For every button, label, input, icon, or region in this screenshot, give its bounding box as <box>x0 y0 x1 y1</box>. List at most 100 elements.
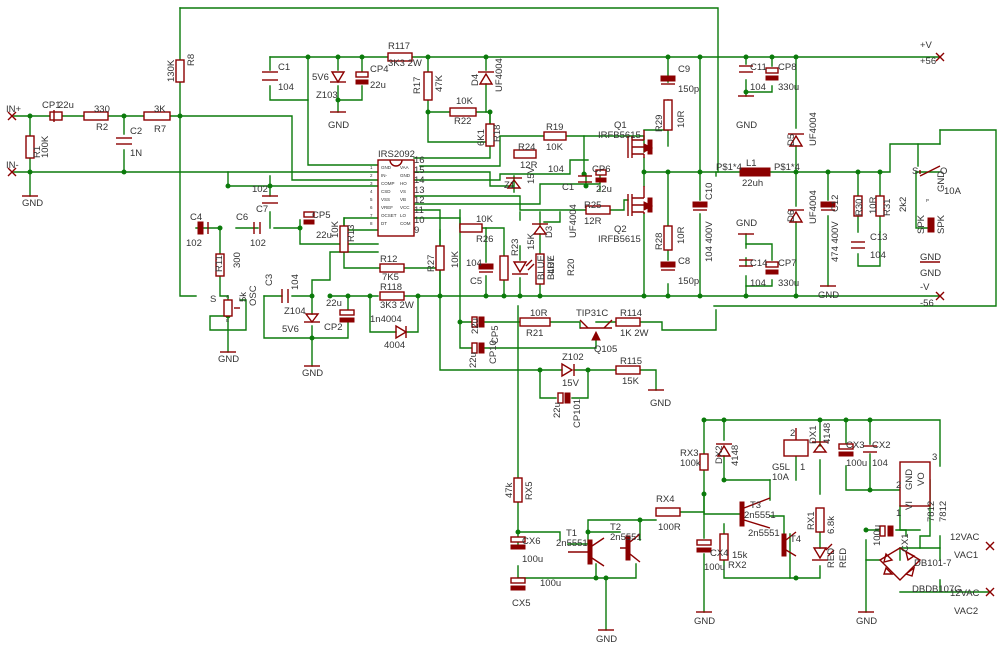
ic-pin: COMP <box>381 181 395 186</box>
ic-pin: VSS <box>381 197 390 202</box>
c8-label: C8 <box>678 256 690 267</box>
r12-label: R12 <box>380 254 397 265</box>
components <box>7 52 995 631</box>
port-vac2-b: VAC2 <box>954 606 978 617</box>
r22-symbol <box>449 107 477 117</box>
relay-coil <box>783 439 809 457</box>
r2-symbol <box>83 111 109 121</box>
ic-pin: DT <box>381 221 387 226</box>
r115-symbol <box>615 365 641 375</box>
r117-label: R117 <box>388 41 410 52</box>
r30-symbol <box>853 195 863 217</box>
c2-label: C2 <box>130 126 142 137</box>
d4-label: D4 <box>470 74 481 86</box>
r22-label: R22 <box>454 116 471 127</box>
c7-value: 102 <box>252 184 268 195</box>
r117-value: 3K3 2W <box>388 58 422 69</box>
c3-label: C3 <box>264 274 275 286</box>
r28-label: R28 <box>654 233 665 250</box>
r30-value: 10R <box>868 196 879 214</box>
c11-label: C11 <box>750 62 767 73</box>
cp10-value: 22u <box>470 318 481 334</box>
l1-symbol <box>739 167 771 177</box>
t2-symbol <box>620 533 641 563</box>
r13-label: R13 <box>346 225 357 242</box>
r117-symbol <box>387 52 413 62</box>
port-vac1-a: 12VAC <box>950 532 980 543</box>
bridge-rectifier <box>878 547 922 581</box>
gnd-label: GND <box>22 198 43 209</box>
relay-pin: 1 <box>800 462 805 473</box>
q105-symbol <box>579 319 613 341</box>
cp4-value: 22u <box>370 80 386 91</box>
rx4-symbol <box>655 507 681 517</box>
spk-10a: 10A <box>944 186 962 197</box>
reg-gnd: GND <box>904 469 915 490</box>
c12-value: 474 400V <box>830 221 841 262</box>
ic-pin-num: 8 <box>370 221 373 226</box>
r11-symbol <box>215 253 225 277</box>
rx5-symbol <box>513 477 523 503</box>
cp6-label: CP6 <box>592 164 610 175</box>
r8-label: R8 <box>186 54 197 66</box>
r118-symbol <box>379 291 405 301</box>
gnd-label: GND <box>328 120 349 131</box>
rx4-value: 100R <box>658 522 681 533</box>
c9-value: 150p <box>678 84 699 95</box>
z1-label: Z1 <box>504 180 515 191</box>
r20-symbol <box>535 253 545 285</box>
cp1-label: CP1 <box>42 100 60 111</box>
cx5-label: CX5 <box>512 598 530 609</box>
z104-value: 5V6 <box>282 324 299 335</box>
r31-symbol <box>875 195 885 217</box>
led2-label-b: RED <box>838 548 849 568</box>
r27-symbol <box>435 245 445 271</box>
r26-label: R26 <box>476 234 493 245</box>
port-v-minus: -V <box>920 282 930 293</box>
ic-pin: VREF <box>381 205 393 210</box>
reg-pin: 2 <box>896 480 901 491</box>
reg-pin: 3 <box>932 452 937 463</box>
ic-pin-num: 11 <box>414 205 424 216</box>
d6-label: D6 <box>786 210 797 222</box>
db2-label: DBDB107G <box>912 584 962 595</box>
regulator-7812 <box>899 461 931 507</box>
gnd-label: GND <box>694 616 715 627</box>
r26-symbol <box>459 223 483 233</box>
gnd-label: GND <box>218 354 239 365</box>
c13-label: C13 <box>870 232 887 243</box>
ic-pin-num: 12 <box>414 195 425 206</box>
cx6-value: 100u <box>522 554 543 565</box>
rx2-value: 15k <box>732 550 748 561</box>
c13-value: 104 <box>870 250 886 261</box>
gnd-label: GND <box>920 252 941 263</box>
cp5-label: CP5 <box>312 210 330 221</box>
c4-value: 102 <box>186 238 202 249</box>
t2-label: T2 <box>610 522 621 533</box>
ic-pin-num: 15 <box>414 165 425 176</box>
relay-label: G5L <box>772 462 790 473</box>
rx3-symbol <box>699 453 709 471</box>
r24-symbol <box>513 149 537 159</box>
gnd-label: GND <box>856 616 877 627</box>
r23-symbol <box>499 255 509 281</box>
cx1-label: CX1 <box>900 534 911 552</box>
junctions <box>27 54 883 581</box>
q2-symbol <box>627 186 654 216</box>
port-v-minus-56: -56 <box>920 298 934 309</box>
cp10-label: CP10 <box>488 340 499 364</box>
port-vac1-b: VAC1 <box>954 550 978 561</box>
r21-symbol <box>519 317 551 327</box>
ic-pin-num: 14 <box>414 175 425 186</box>
ic-pin-num: 13 <box>414 185 425 196</box>
cp2-label: CP2 <box>324 322 342 333</box>
c5-value: 104 <box>466 258 482 269</box>
r28-symbol <box>663 225 673 251</box>
r114-symbol <box>615 317 641 327</box>
ic-pin-num: 10 <box>414 215 425 226</box>
c4-label: C4 <box>190 212 202 223</box>
cp101-label: CP101 <box>572 399 583 428</box>
r26-value: 10K <box>476 214 494 225</box>
r31-value: 2k2 <box>898 197 909 212</box>
